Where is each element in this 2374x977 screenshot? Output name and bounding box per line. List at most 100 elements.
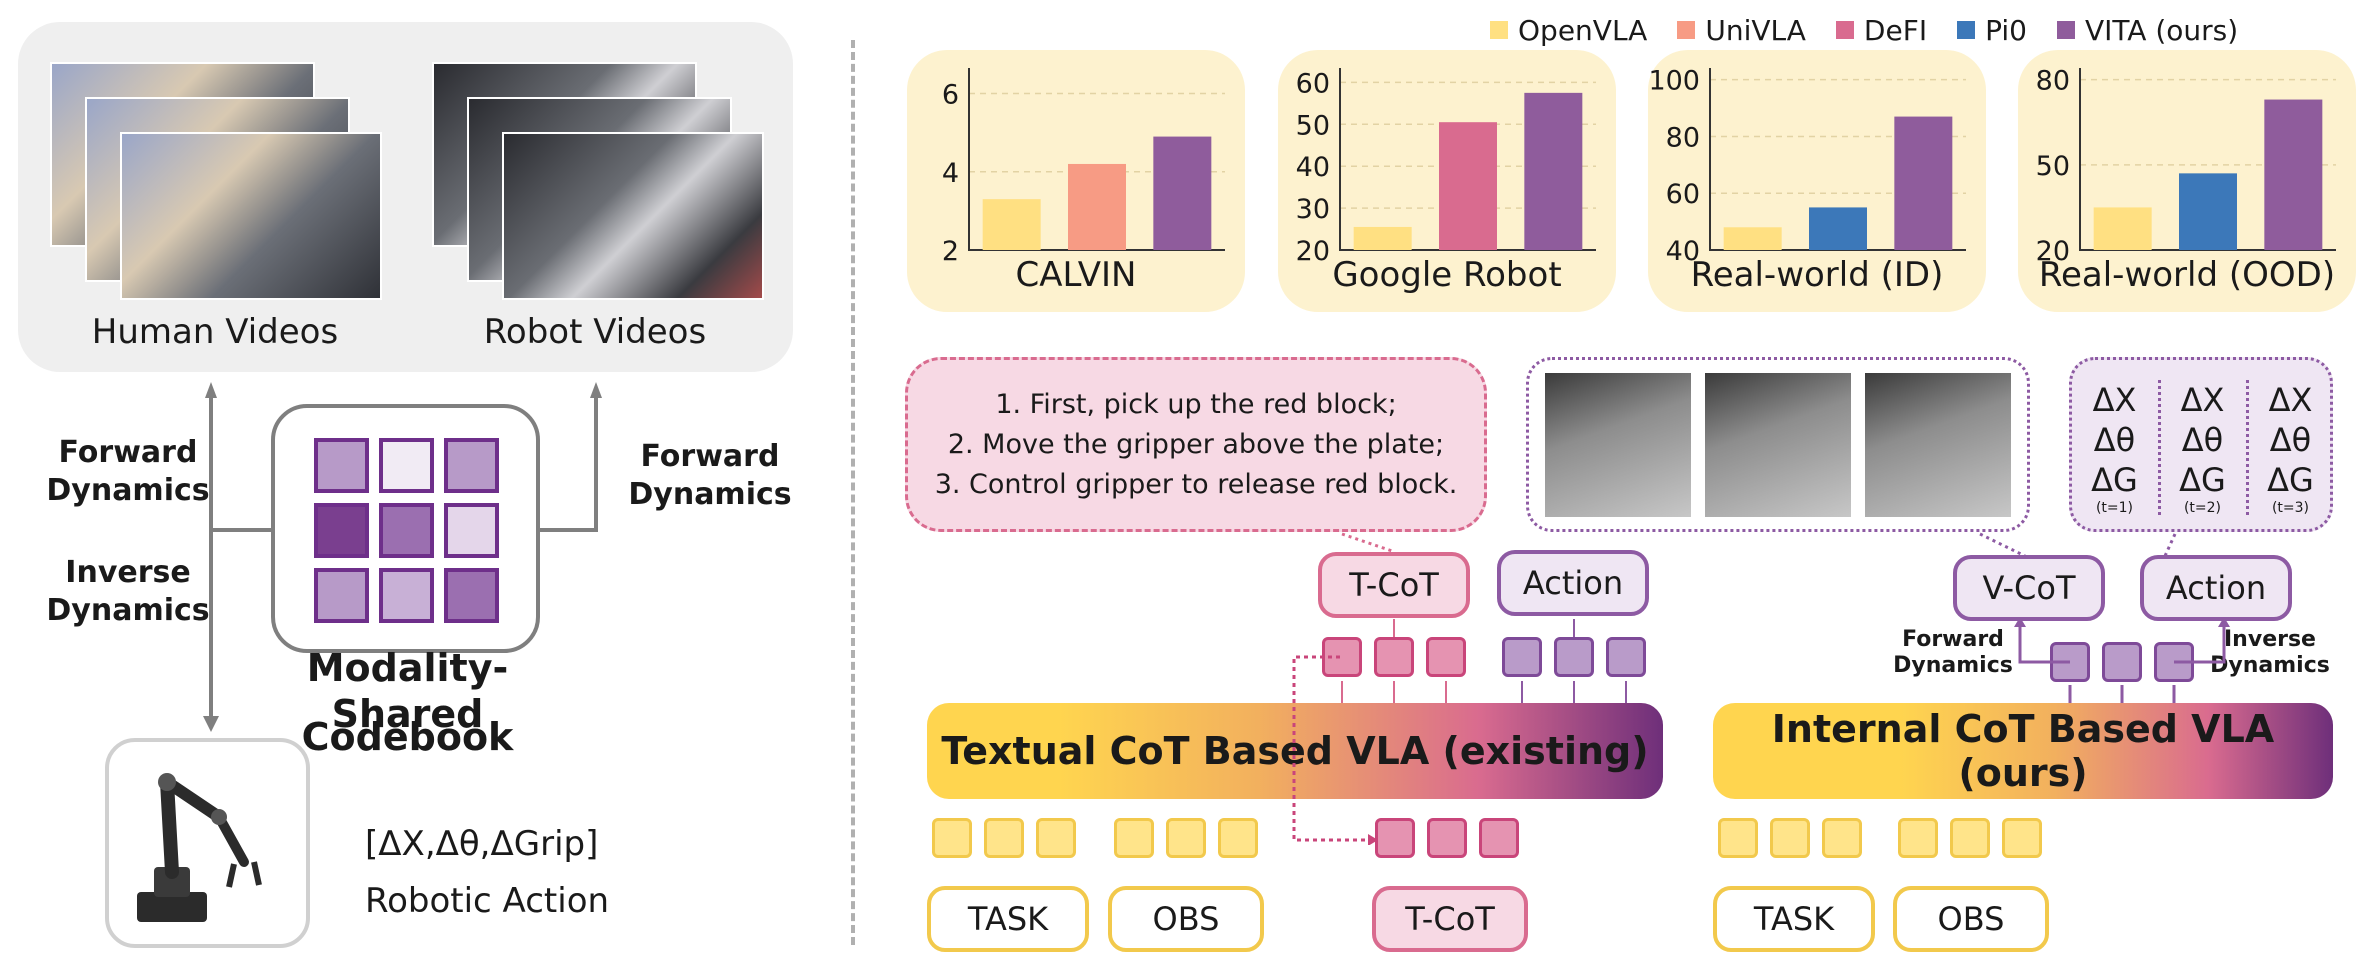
robotic-action-label: Robotic Action (365, 881, 610, 921)
vcot-box: V-CoT (1953, 555, 2105, 621)
bar-vita-ours- (1153, 136, 1212, 250)
y-tick-label: 50 (1296, 110, 1330, 141)
internal-vla-bar: Internal CoT Based VLA (ours) (1713, 703, 2333, 799)
legend-label: DeFI (1863, 13, 1928, 47)
input-token (2002, 818, 2042, 858)
legend-swatch (1490, 21, 1508, 39)
bar-univla (1068, 163, 1126, 250)
arrow-down-icon (203, 716, 219, 732)
arrow-up-icon (205, 382, 217, 398)
tcot-input-box: T-CoT (1372, 886, 1528, 952)
codebook-box (271, 404, 540, 653)
codebook-cell (379, 503, 434, 558)
cot-step: 1. First, pick up the red block; (995, 388, 1397, 420)
chart-real-id-svg: 100 80 60 40 (1648, 66, 1966, 262)
input-token (1114, 818, 1154, 858)
task-input-box: TASK (927, 886, 1089, 952)
legend-item-openvla: OpenVLA (1490, 10, 1647, 50)
visual-frame (1865, 373, 2011, 517)
codebook-link-left (209, 528, 273, 532)
codebook-cell (444, 503, 499, 558)
bar-pi0 (1809, 207, 1867, 250)
chart-axis (1339, 68, 1596, 251)
y-tick-label: 80 (1666, 122, 1700, 153)
legend-item-vita: VITA (ours) (2056, 10, 2238, 50)
robot-videos-label: Robot Videos (483, 312, 707, 352)
output-token (1606, 637, 1646, 677)
legend-item-univla: UniVLA (1677, 10, 1806, 50)
y-tick-label: 6 (942, 80, 959, 111)
internal-action-box: Action (2140, 555, 2292, 621)
bar-vita-ours- (1894, 116, 1953, 250)
codebook-link-right (538, 528, 598, 532)
delta-g: ΔG (2267, 461, 2314, 499)
y-tick-label: 30 (1296, 194, 1330, 225)
y-tick-label: 40 (1666, 236, 1700, 262)
input-token (1718, 818, 1758, 858)
dynamics-line-right (594, 392, 598, 532)
visual-frame (1705, 373, 1851, 517)
bar-openvla (2093, 207, 2152, 250)
internal-connectors (1979, 532, 2177, 558)
chart-title: Real-world (ID) (1690, 255, 1944, 295)
output-token (1426, 637, 1466, 677)
robot-arm-icon (137, 773, 262, 922)
output-token (1502, 637, 1542, 677)
bar-pi0 (2179, 173, 2237, 250)
delta-g: ΔG (2179, 461, 2226, 499)
textual-arrows (1341, 619, 1627, 703)
y-tick-label: 60 (1666, 179, 1700, 210)
delta-column: ΔX Δθ ΔG (t=1) (2072, 368, 2157, 528)
legend-item-defi: DeFI (1835, 10, 1928, 50)
internal-inverse-label: Inverse Dynamics (2210, 627, 2330, 678)
delta-x: ΔX (2092, 381, 2137, 419)
bar-openvla (982, 199, 1041, 250)
y-tick-label: 2 (942, 236, 959, 262)
legend: OpenVLA UniVLA DeFI Pi0 VITA (ours) (1490, 10, 2320, 50)
legend-swatch (1835, 21, 1854, 39)
input-token (1950, 818, 1990, 858)
textual-cot-steps-box: 1. First, pick up the red block; 2. Move… (905, 357, 1487, 532)
input-token (1375, 818, 1415, 858)
internal-obs-box: OBS (1893, 886, 2049, 952)
inverse-dynamics-left-label: Inverse Dynamics (46, 555, 210, 628)
connector-dotted (1341, 532, 1396, 554)
obs-input-box: OBS (1108, 886, 1264, 952)
delta-separator (2158, 380, 2161, 515)
legend-label: UniVLA (1705, 13, 1806, 47)
input-token (1427, 818, 1467, 858)
robot-arm-box (105, 738, 310, 948)
legend-item-pi0: Pi0 (1957, 10, 2027, 50)
legend-label: OpenVLA (1518, 13, 1648, 47)
y-tick-label: 100 (1648, 66, 1700, 97)
delta-x: ΔX (2268, 381, 2313, 419)
internal-task-box: TASK (1713, 886, 1875, 952)
human-videos-label: Human Videos (91, 312, 339, 352)
internal-arrows (2014, 617, 2230, 707)
delta-step: (t=2) (2183, 500, 2222, 516)
tcot-feedback-arrow (1292, 655, 1378, 845)
visual-frame (1545, 373, 1691, 517)
cot-step: 2. Move the gripper above the plate; (947, 428, 1445, 460)
y-tick-label: 60 (1296, 68, 1330, 99)
action-deltas-box: ΔX Δθ ΔG (t=1) ΔX Δθ ΔG (t=2) ΔX Δθ ΔG (… (2069, 357, 2333, 532)
input-token (984, 818, 1024, 858)
codebook-cell (379, 568, 434, 623)
delta-column: ΔX Δθ ΔG (t=3) (2248, 368, 2333, 528)
y-tick-label: 80 (2036, 66, 2070, 97)
y-tick-label: 20 (1296, 236, 1330, 262)
input-token (1218, 818, 1258, 858)
delta-step: (t=3) (2271, 500, 2310, 516)
chart-calvin-svg: 642 (942, 68, 1225, 262)
internal-forward-label: Forward Dynamics (1893, 627, 2013, 678)
forward-dynamics-left-label: Forward Dynamics (46, 435, 210, 508)
panel-divider (851, 40, 855, 945)
y-tick-label: 40 (1296, 152, 1330, 183)
delta-column: ΔX Δθ ΔG (t=2) (2160, 368, 2245, 528)
delta-g: ΔG (2091, 461, 2138, 499)
tcot-top-box: T-CoT (1318, 552, 1470, 618)
bar-defi (1439, 122, 1497, 250)
bar-openvla (1723, 227, 1782, 250)
